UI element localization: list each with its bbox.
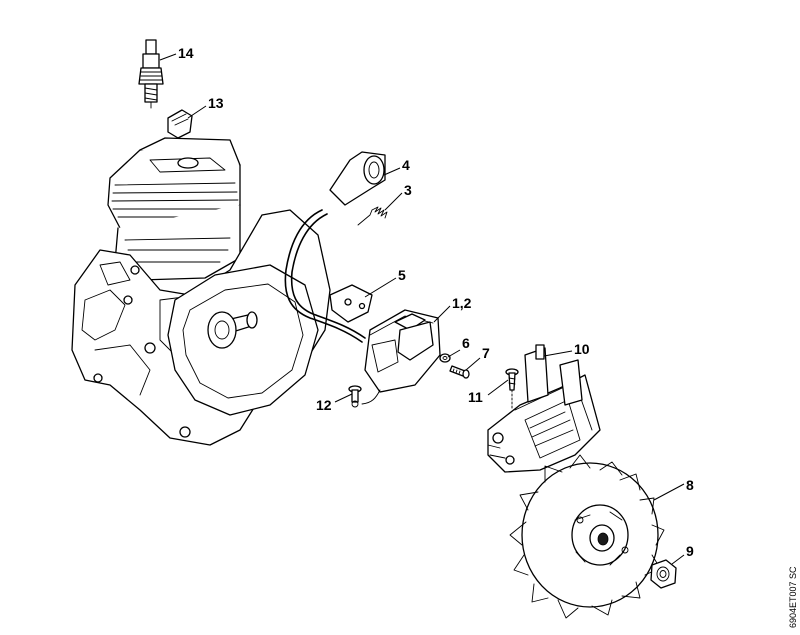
ignition-lead xyxy=(284,209,366,343)
callout-14: 14 xyxy=(178,45,194,61)
callout-labels: 14 13 4 3 5 1,2 6 7 10 11 12 8 9 xyxy=(178,45,694,559)
flywheel-nut xyxy=(650,559,677,589)
screw-12 xyxy=(348,385,362,408)
callout-6: 6 xyxy=(462,335,470,351)
callout-5: 5 xyxy=(398,267,406,283)
callout-1-2: 1,2 xyxy=(452,295,472,311)
mounting-bracket xyxy=(329,284,373,323)
contact-spring xyxy=(357,206,388,226)
callout-11: 11 xyxy=(468,389,483,405)
ignition-module xyxy=(361,309,441,405)
spark-plug xyxy=(138,39,164,109)
callout-10: 10 xyxy=(574,341,590,357)
callout-9: 9 xyxy=(686,543,694,559)
drawing-code: 6904ET007 SC xyxy=(788,566,798,628)
screw-11 xyxy=(505,368,519,409)
baffle-assembly xyxy=(487,344,601,473)
callout-4: 4 xyxy=(402,157,410,173)
washer xyxy=(439,353,451,363)
ignition-boot xyxy=(329,151,386,206)
flywheel xyxy=(509,454,665,619)
callout-12: 12 xyxy=(316,397,332,413)
leader-lines xyxy=(159,53,685,565)
callout-8: 8 xyxy=(686,477,694,493)
callout-7: 7 xyxy=(482,345,490,361)
callout-3: 3 xyxy=(404,182,412,198)
screw-7 xyxy=(449,365,470,379)
engine-block xyxy=(71,137,331,446)
spark-plug-boot xyxy=(167,109,193,139)
callout-13: 13 xyxy=(208,95,224,111)
